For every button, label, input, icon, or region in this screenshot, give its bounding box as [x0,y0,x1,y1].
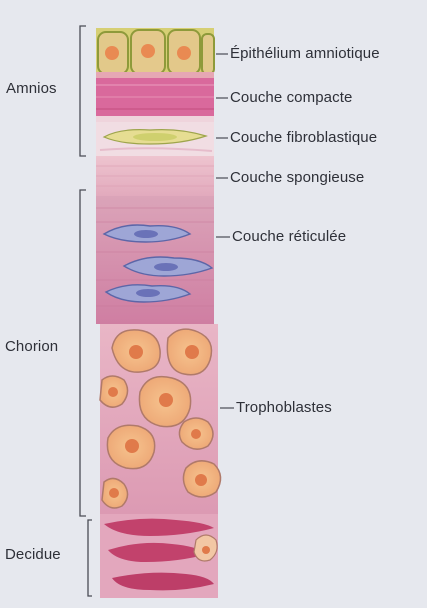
group-label-decidue: Decidue [5,546,61,563]
reticular-layer [96,196,214,324]
group-label-chorion: Chorion [5,338,58,355]
fibroblastic-layer [96,122,214,156]
layer-label-reticular: Couche réticulée [232,228,346,245]
epithelium-layer [96,28,214,78]
chorion-bracket [80,190,86,516]
layer-label-compact: Couche compacte [230,89,352,106]
amnios-bracket [80,26,86,156]
group-label-amnios: Amnios [6,80,57,97]
layer-label-fibroblastic: Couche fibroblastique [230,129,377,146]
spongy-layer [96,156,214,196]
layer-label-epithelium: Épithélium amniotique [230,45,380,62]
decidua-layer [100,514,218,598]
trophoblast-layer [100,324,221,514]
group-brackets [80,26,92,596]
decidue-bracket [88,520,92,596]
layer-label-trophoblasts: Trophoblastes [236,399,332,416]
layer-label-spongy: Couche spongieuse [230,169,364,186]
compact-layer [96,78,214,122]
